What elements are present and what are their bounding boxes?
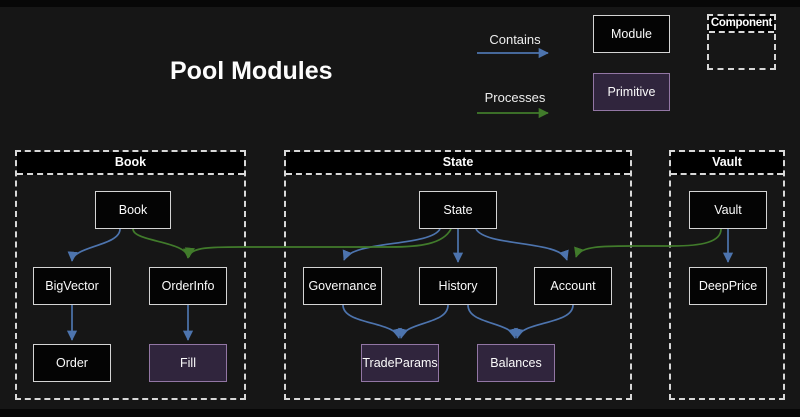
node-fill: Fill (149, 344, 227, 382)
container-state-title: State (286, 152, 630, 175)
container-book: Book (15, 150, 246, 400)
legend-primitive-box: Primitive (593, 73, 670, 111)
node-deepprice: DeepPrice (689, 267, 767, 305)
node-balances: Balances (477, 344, 555, 382)
legend-processes-label: Processes (484, 90, 546, 105)
node-bigvector: BigVector (33, 267, 111, 305)
legend-contains-label: Contains (489, 32, 541, 47)
legend-component-label: Component (709, 16, 774, 33)
legend-module-box: Module (593, 15, 670, 53)
node-orderinfo: OrderInfo (149, 267, 227, 305)
node-book: Book (95, 191, 171, 229)
node-governance: Governance (303, 267, 382, 305)
container-vault: Vault (669, 150, 785, 400)
node-order: Order (33, 344, 111, 382)
node-account: Account (534, 267, 612, 305)
node-tradeparams: TradeParams (361, 344, 439, 382)
legend-component-box: Component (707, 14, 776, 70)
container-state: State (284, 150, 632, 400)
node-vault: Vault (689, 191, 767, 229)
container-vault-title: Vault (671, 152, 783, 175)
page-title: Pool Modules (170, 57, 333, 85)
node-history: History (419, 267, 497, 305)
letterbox-bottom (0, 409, 800, 417)
node-state: State (419, 191, 497, 229)
letterbox-top (0, 0, 800, 7)
container-book-title: Book (17, 152, 244, 175)
